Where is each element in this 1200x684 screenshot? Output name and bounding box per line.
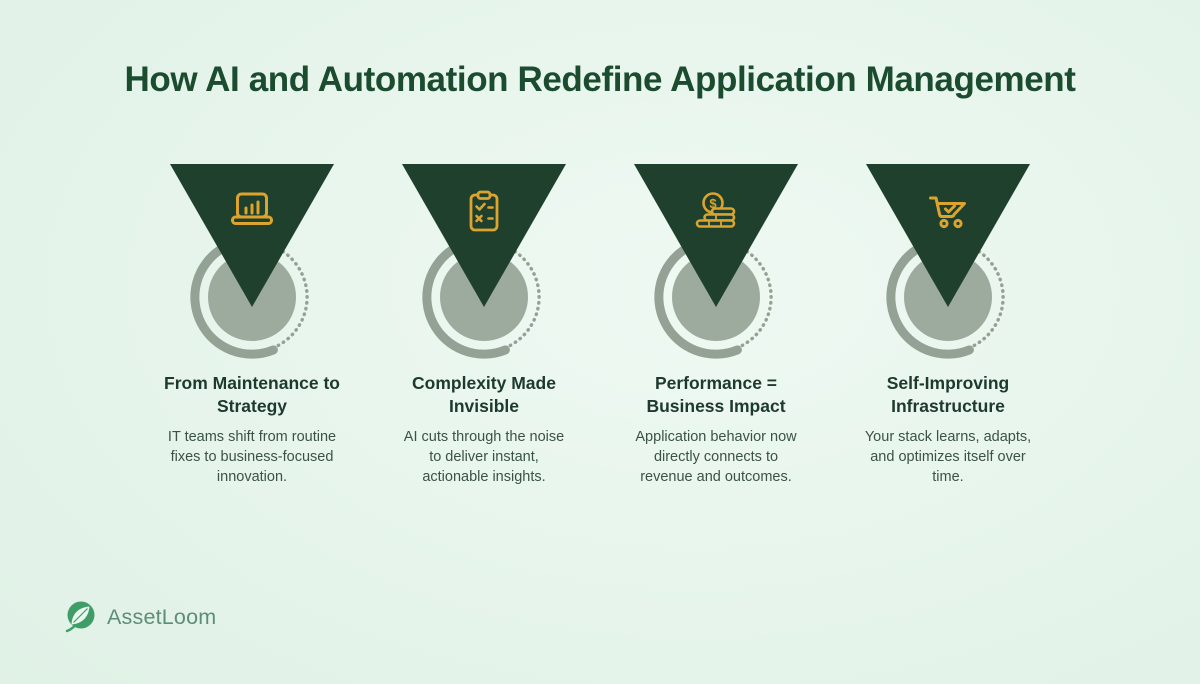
funnel-triangle-graphic: $ xyxy=(634,164,798,359)
funnel-triangle-graphic xyxy=(170,164,334,359)
dotted-arc xyxy=(944,244,1005,354)
column-description: AI cuts through the noise to deliver ins… xyxy=(403,429,565,485)
feature-column: From Maintenance to Strategy IT teams sh… xyxy=(136,164,368,487)
cart-check-icon xyxy=(929,196,966,229)
column-heading: Performance = Business Impact xyxy=(646,373,786,416)
inverted-triangle xyxy=(866,164,1030,307)
inverted-triangle xyxy=(402,164,566,307)
solid-arc xyxy=(422,244,510,359)
funnel-triangle-graphic xyxy=(866,164,1030,359)
column-heading: Complexity Made Invisible xyxy=(412,373,556,416)
feature-column: Self-Improving Infrastructure Your stack… xyxy=(832,164,1064,487)
funnel-triangle-graphic xyxy=(402,164,566,359)
page-title: How AI and Automation Redefine Applicati… xyxy=(124,60,1076,99)
dotted-arc xyxy=(712,244,773,354)
feature-columns: From Maintenance to Strategy IT teams sh… xyxy=(136,164,1064,487)
column-description: IT teams shift from routine fixes to bus… xyxy=(167,429,337,485)
column-description: Your stack learns, adapts, and optimizes… xyxy=(864,429,1032,485)
svg-text:$: $ xyxy=(709,196,717,211)
laptop-chart-icon xyxy=(231,192,273,225)
dotted-arc xyxy=(248,244,309,354)
clipboard-checklist-icon xyxy=(469,190,499,232)
solid-arc xyxy=(190,244,278,359)
coins-dollar-icon: $ xyxy=(695,192,736,228)
assetloom-logo: AssetLoom xyxy=(64,600,216,634)
feature-column: $ Performance = Business Impact Applicat… xyxy=(600,164,832,487)
solid-arc xyxy=(654,244,742,359)
leaf-logo-icon xyxy=(65,601,95,633)
inverted-triangle xyxy=(170,164,334,307)
feature-column: Complexity Made Invisible AI cuts throug… xyxy=(368,164,600,487)
inverted-triangle xyxy=(634,164,798,307)
column-description: Application behavior now directly connec… xyxy=(635,429,797,485)
dotted-arc xyxy=(480,244,541,354)
column-heading: From Maintenance to Strategy xyxy=(164,373,340,416)
solid-arc xyxy=(886,244,974,359)
logo-text: AssetLoom xyxy=(107,604,217,629)
column-heading: Self-Improving Infrastructure xyxy=(886,373,1010,416)
